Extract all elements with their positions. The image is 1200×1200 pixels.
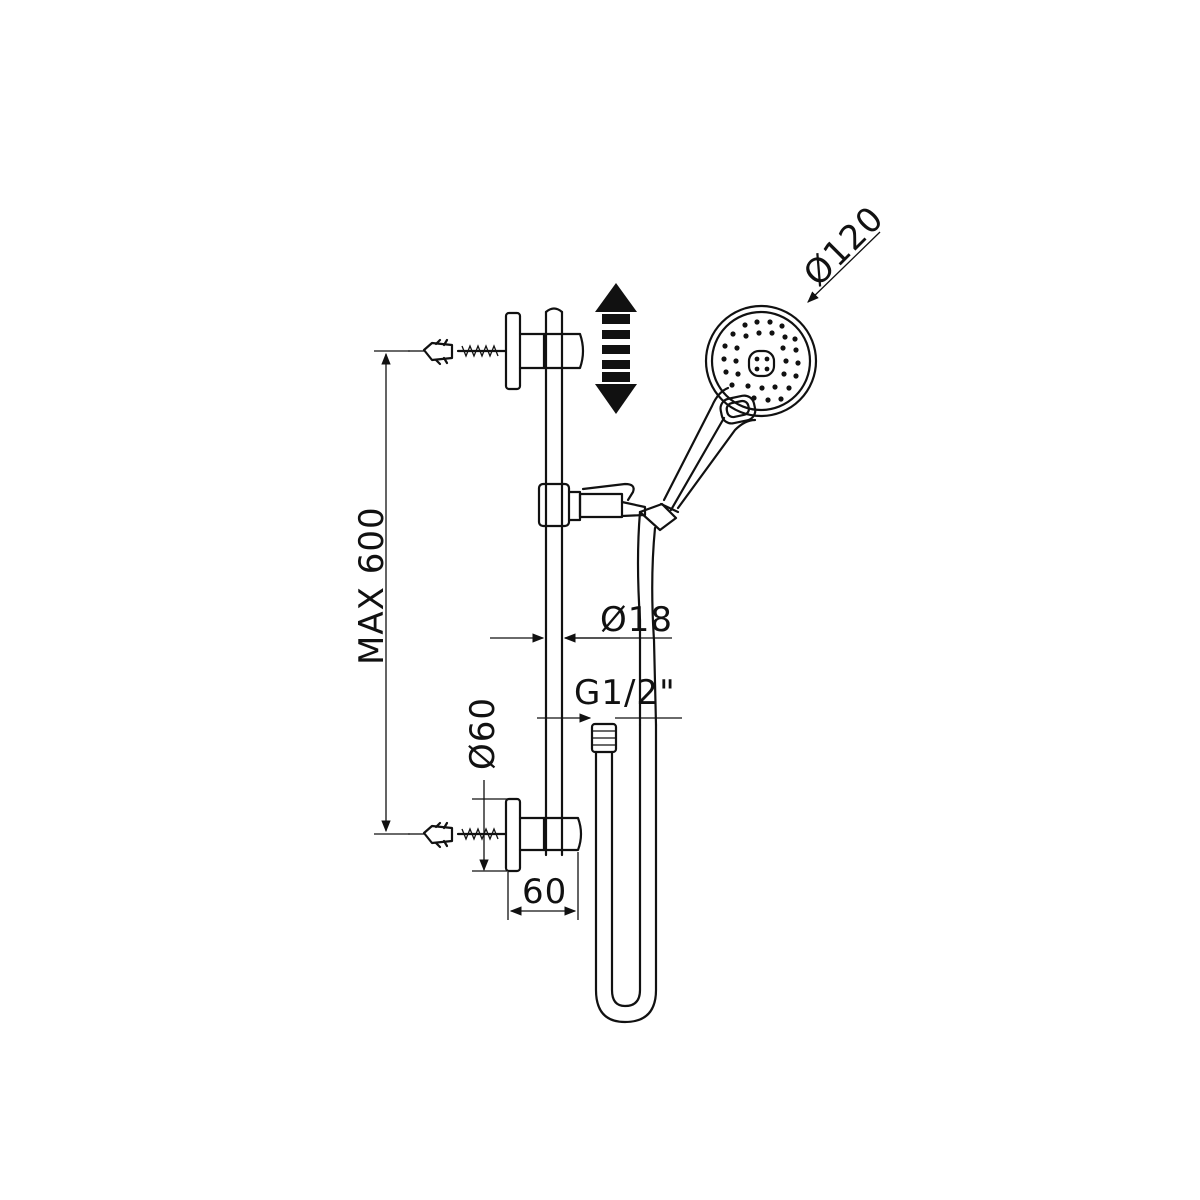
hand-shower [659, 304, 818, 514]
dimension-rail-height: MAX 600 [352, 350, 410, 835]
dimension-bracket-diameter: Ø60 [463, 697, 507, 872]
dimension-wall-projection: 60 [507, 852, 579, 920]
dim-rail-diameter-label: Ø18 [600, 600, 673, 640]
double-arrow-up-down-icon [595, 283, 637, 414]
shower-head-nozzles [721, 319, 801, 403]
dimension-head-diameter: Ø120 [796, 198, 892, 303]
top-wall-bracket [504, 311, 585, 391]
hose-connector [590, 722, 618, 754]
dimension-hose-connection: G1/2" [537, 673, 682, 723]
dim-hose-connection-label: G1/2" [574, 673, 676, 713]
shower-head-center [747, 349, 776, 378]
dim-rail-height-label: MAX 600 [352, 506, 392, 665]
dim-head-diameter-label: Ø120 [796, 198, 892, 294]
bottom-screw [456, 827, 507, 841]
spray-selector-button [719, 394, 757, 425]
dimension-rail-diameter: Ø18 [490, 600, 673, 648]
top-screw [456, 344, 507, 358]
slide-rail [544, 307, 564, 857]
dim-bracket-diameter-label: Ø60 [463, 697, 503, 770]
top-wall-plug [408, 338, 454, 366]
bottom-wall-plug [408, 821, 454, 849]
slider-holder [537, 482, 678, 532]
bottom-wall-bracket [504, 797, 583, 873]
dim-wall-projection-label: 60 [522, 872, 567, 912]
shower-hose [590, 510, 658, 1024]
